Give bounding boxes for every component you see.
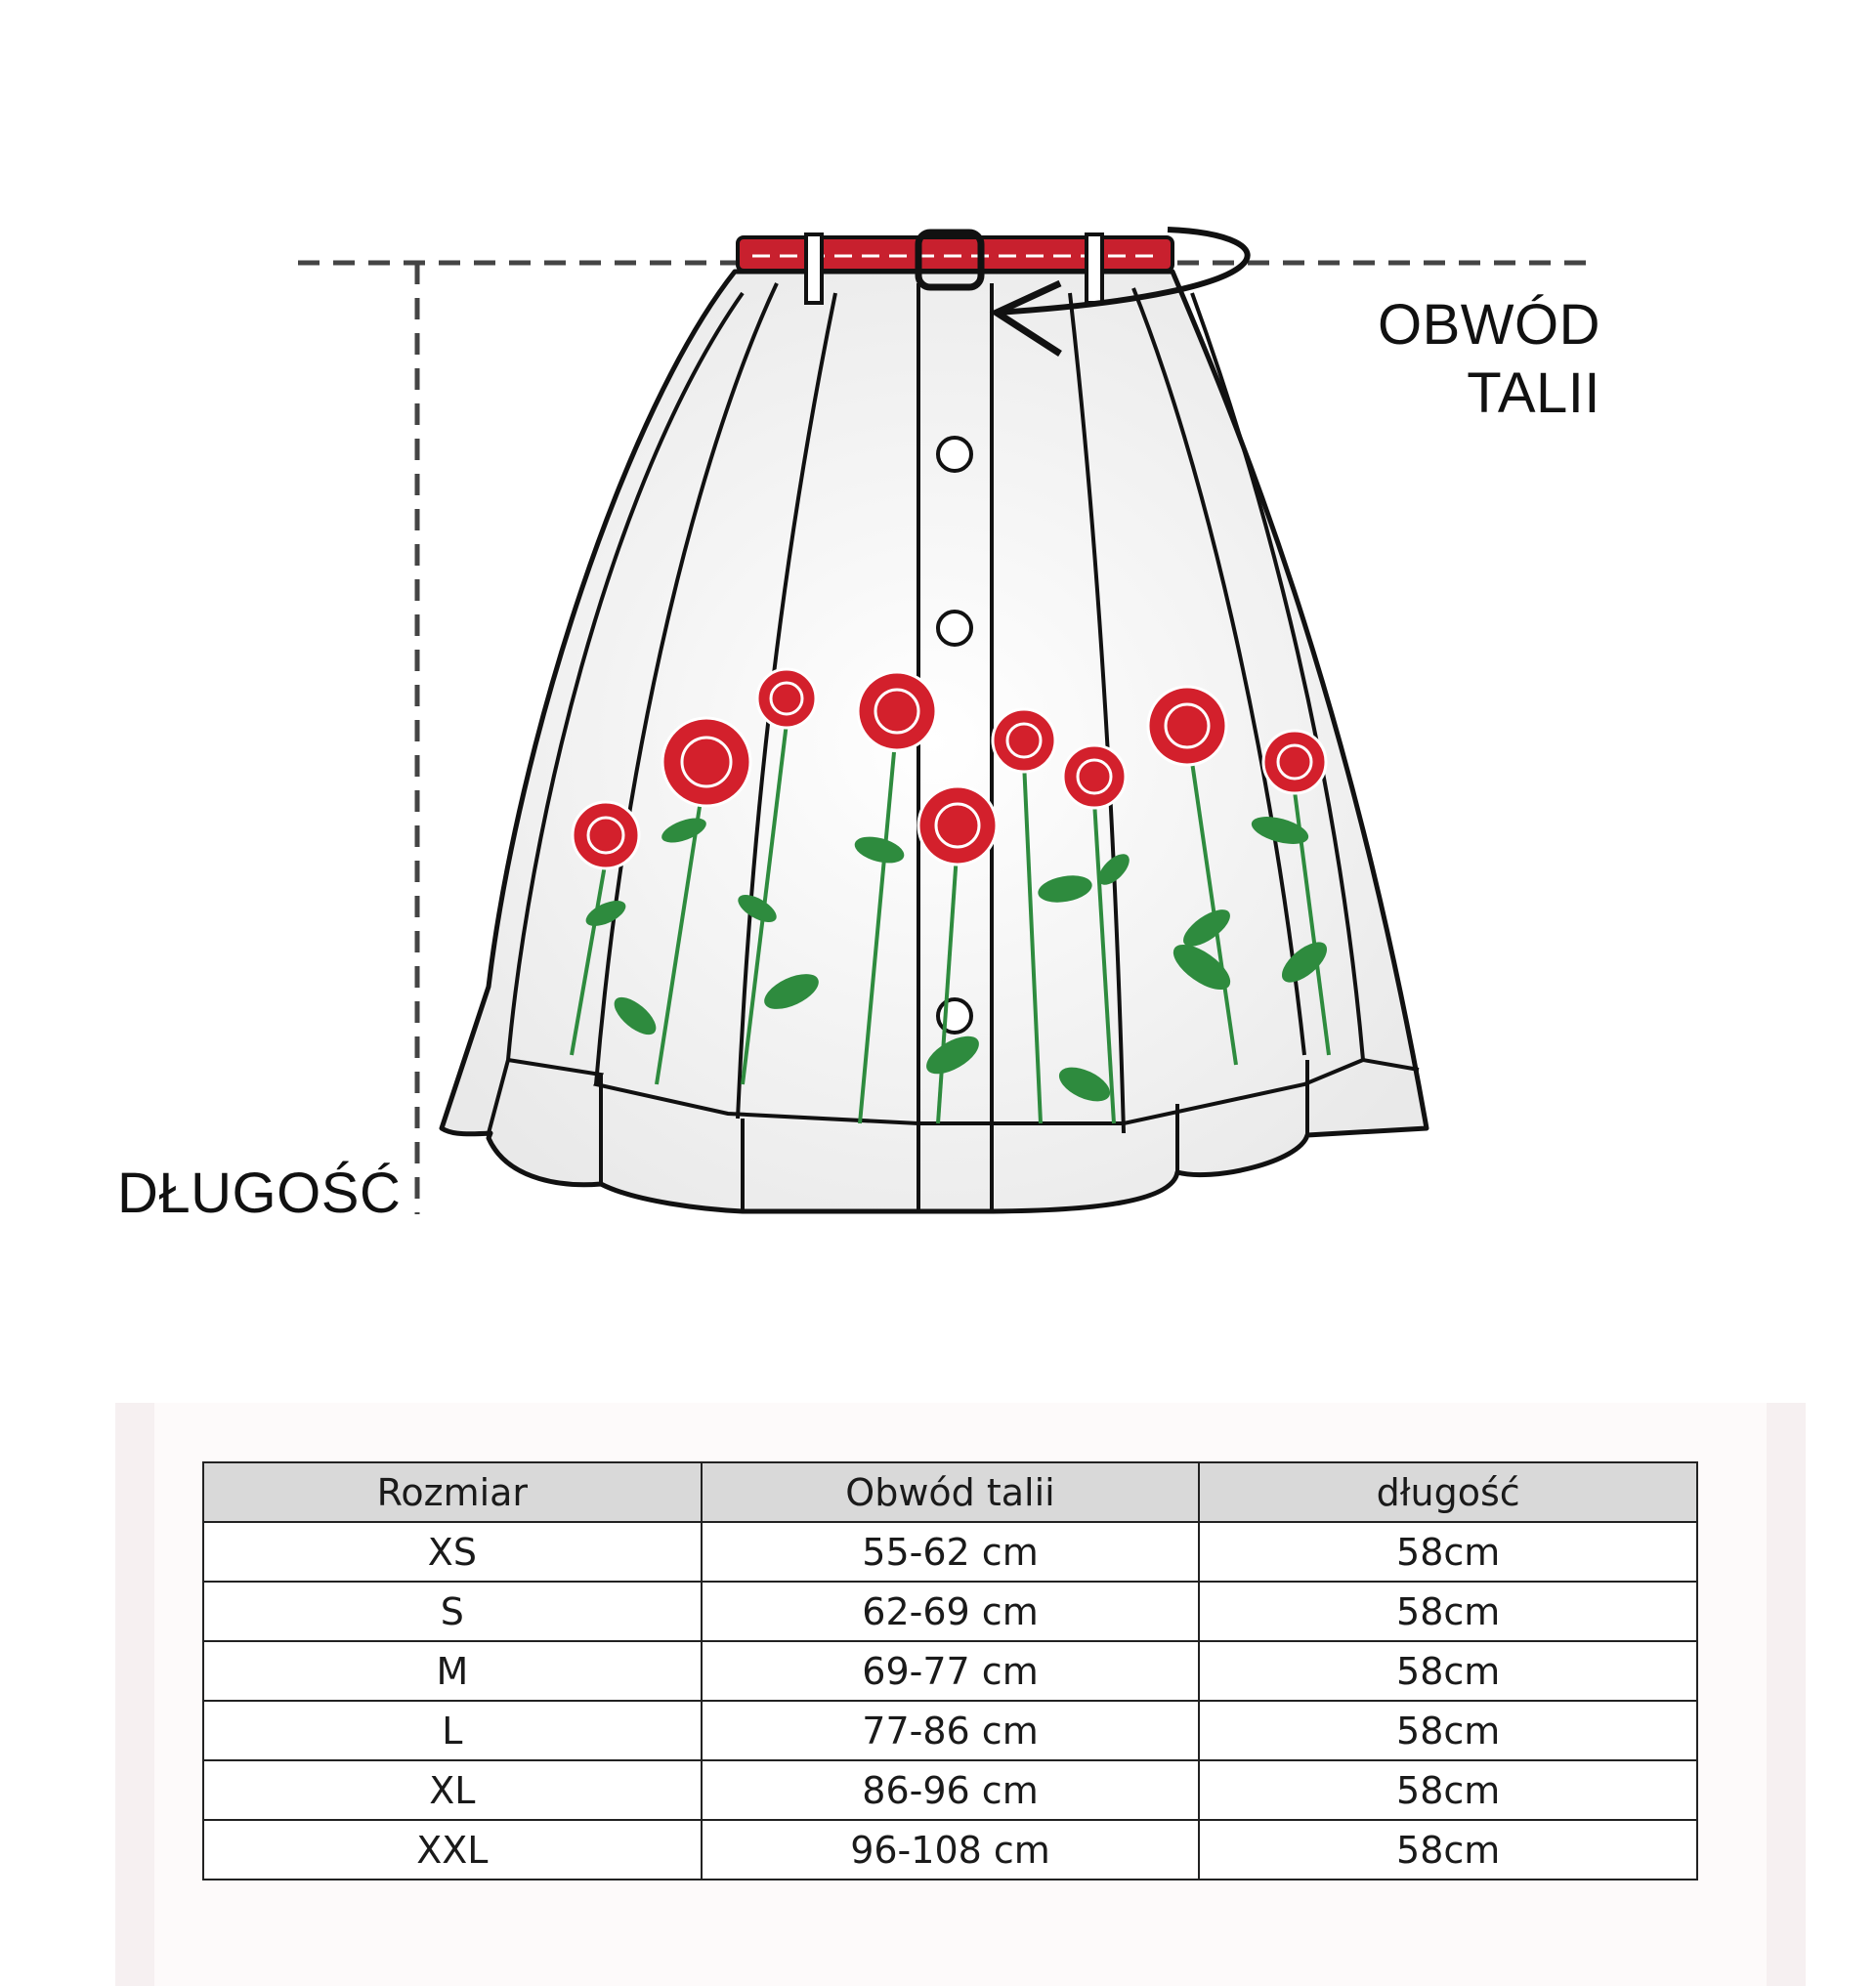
rose <box>991 707 1057 774</box>
cell-length: 58cm <box>1198 1521 1698 1583</box>
skirt-illustration <box>298 227 1598 1214</box>
rose <box>1146 685 1228 767</box>
waist-label-line1: OBWÓD <box>1377 293 1600 357</box>
rose <box>661 716 752 808</box>
belt-loop-left <box>804 232 824 305</box>
table-row: M 69-77 cm 58cm <box>202 1640 1698 1702</box>
cell-waist: 62-69 cm <box>700 1581 1201 1642</box>
cell-waist: 86-96 cm <box>700 1759 1201 1821</box>
cell-length: 58cm <box>1198 1759 1698 1821</box>
header-waist: Obwód talii <box>700 1461 1201 1523</box>
pleat-lines <box>506 282 1365 1211</box>
waist-label-line2: TALII <box>1467 361 1600 425</box>
cell-size: M <box>202 1640 703 1702</box>
rose <box>856 670 938 752</box>
cell-length: 58cm <box>1198 1819 1698 1880</box>
header-size: Rozmiar <box>202 1461 703 1523</box>
waist-arrow <box>996 227 1251 316</box>
cell-waist: 69-77 cm <box>700 1640 1201 1702</box>
cell-length: 58cm <box>1198 1581 1698 1642</box>
cell-size: S <box>202 1581 703 1642</box>
belt-buckle <box>915 229 985 291</box>
cell-size: XS <box>202 1521 703 1583</box>
table-background-edge-left <box>115 1403 154 1986</box>
header-length: długość <box>1198 1461 1698 1523</box>
hem-bands <box>487 1057 1420 1211</box>
rose <box>755 667 818 730</box>
cell-size: XXL <box>202 1819 703 1880</box>
arrow-head-icon <box>989 279 1062 357</box>
rose <box>1061 743 1128 810</box>
table-background-edge-right <box>1767 1403 1806 1986</box>
table-row: XS 55-62 cm 58cm <box>202 1521 1698 1583</box>
cell-waist: 77-86 cm <box>700 1700 1201 1761</box>
roses <box>571 667 1328 870</box>
cell-waist: 96-108 cm <box>700 1819 1201 1880</box>
cell-size: XL <box>202 1759 703 1821</box>
cell-length: 58cm <box>1198 1700 1698 1761</box>
leaves <box>585 817 1328 1102</box>
table-row: L 77-86 cm 58cm <box>202 1700 1698 1761</box>
cell-length: 58cm <box>1198 1640 1698 1702</box>
table-row: S 62-69 cm 58cm <box>202 1581 1698 1642</box>
length-label: DŁUGOŚĆ <box>117 1162 402 1225</box>
belt <box>736 235 1174 273</box>
cell-waist: 55-62 cm <box>700 1521 1201 1583</box>
rose <box>917 784 999 866</box>
rose <box>571 800 641 870</box>
skirt-body <box>439 269 1429 1214</box>
skirt-drawing <box>298 227 1598 1214</box>
table-row: XXL 96-108 cm 58cm <box>202 1819 1698 1880</box>
belt-loop-right <box>1085 232 1104 305</box>
table-row: XL 86-96 cm 58cm <box>202 1759 1698 1821</box>
size-table: Rozmiar Obwód talii długość XS 55-62 cm … <box>202 1461 1698 1880</box>
waist-label: OBWÓD TALII <box>1307 291 1600 428</box>
cell-size: L <box>202 1700 703 1761</box>
rose <box>1261 729 1328 795</box>
table-header-row: Rozmiar Obwód talii długość <box>202 1461 1698 1523</box>
